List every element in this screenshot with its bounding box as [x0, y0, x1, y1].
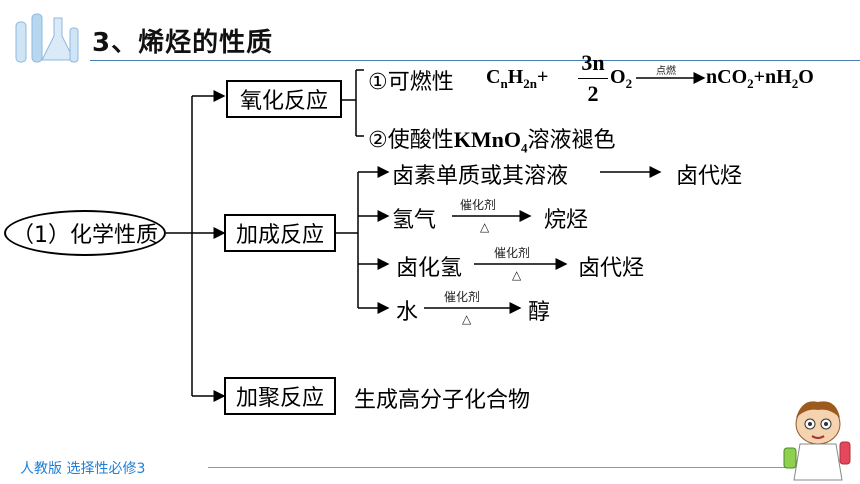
chemical-properties-node: （1）化学性质 — [4, 210, 166, 256]
addition-product-alkane: 烷烃 — [544, 208, 589, 233]
heat-condition-hydrogen: △ — [480, 220, 490, 234]
combustion-products: nCO2+nH2O — [706, 66, 814, 91]
scientist-cartoon-icon — [783, 401, 851, 481]
addition-product-haloalkane: 卤代烃 — [676, 164, 743, 189]
title-divider — [90, 60, 860, 61]
addition-reaction-box: 加成反应 — [224, 214, 336, 252]
heat-condition-water: △ — [462, 312, 472, 326]
ignite-condition: 点燃 — [656, 66, 676, 77]
addition-product-haloalkane-2: 卤代烃 — [578, 256, 645, 281]
kmno4-decolorize: ②使酸性KMnO4溶液褪色 — [368, 127, 616, 156]
footer-textbook: 人教版 选择性必修3 — [20, 461, 146, 477]
addition-reactant-hydrogen-halide: 卤化氢 — [396, 256, 463, 281]
addition-reactant-hydrogen: 氢气 — [392, 208, 437, 233]
oxygen-formula: O2 — [610, 66, 633, 91]
addition-reactant-water: 水 — [396, 300, 419, 325]
alkene-formula: CnH2n+ — [486, 66, 549, 91]
catalyst-condition-water: 催化剂 — [444, 290, 481, 304]
catalyst-condition-hx: 催化剂 — [494, 246, 531, 260]
combustibility-label: ①可燃性 — [368, 70, 454, 95]
page-title: 3、烯烃的性质 — [92, 28, 274, 58]
catalyst-condition-hydrogen: 催化剂 — [460, 198, 497, 212]
polymerization-reaction-box: 加聚反应 — [224, 377, 336, 415]
oxidation-reaction-box: 氧化反应 — [226, 80, 342, 118]
addition-product-alcohol: 醇 — [528, 300, 551, 325]
heat-condition-hx: △ — [512, 268, 522, 282]
footer-divider — [208, 467, 788, 468]
flask-logo-icon — [15, 13, 79, 63]
polymerization-result: 生成高分子化合物 — [354, 388, 531, 413]
addition-reactant-halogen: 卤素单质或其溶液 — [392, 164, 569, 189]
oxygen-coefficient-fraction: 3n 2 — [578, 50, 608, 107]
